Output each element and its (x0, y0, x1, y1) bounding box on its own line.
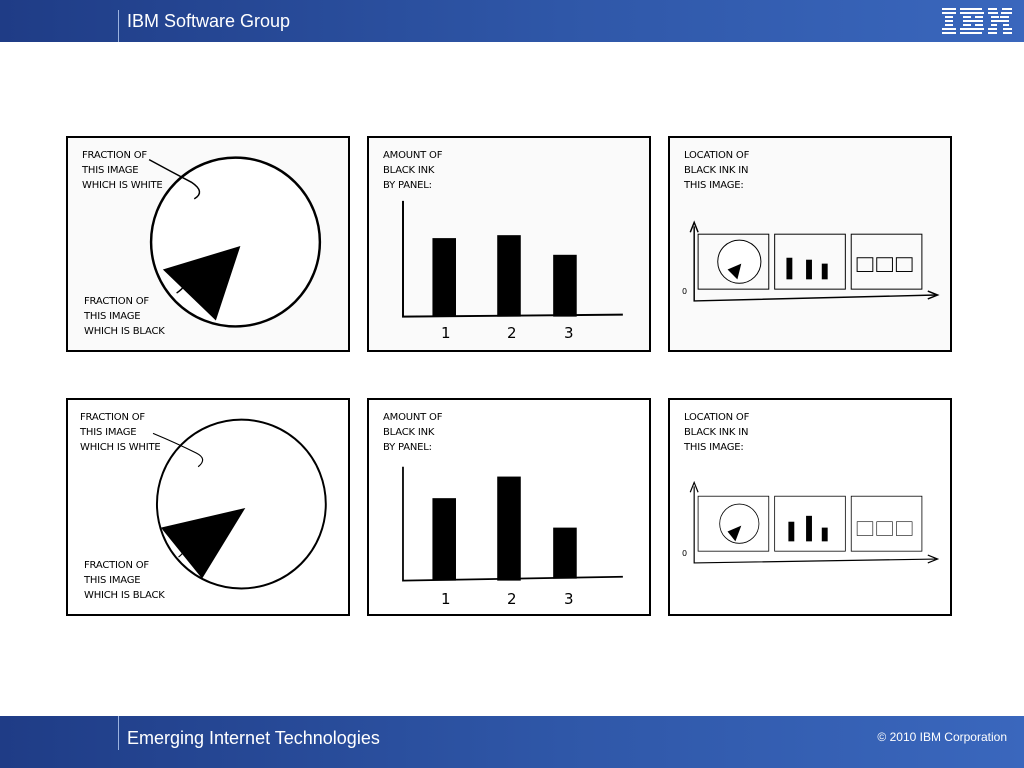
pie-black-label-2: THIS IMAGE (84, 575, 141, 586)
loc-title-1: LOCATION OF (684, 412, 750, 423)
slide-footer: Emerging Internet Technologies © 2010 IB… (0, 716, 1024, 768)
footer-copyright: © 2010 IBM Corporation (877, 730, 1007, 744)
pie-white-label-2: THIS IMAGE (80, 427, 137, 438)
pie-white-label-2: THIS IMAGE (82, 165, 139, 176)
slide-header: IBM Software Group (0, 0, 1024, 42)
footer-title: Emerging Internet Technologies (127, 728, 380, 748)
bar-drawing (402, 200, 623, 318)
bar-tick-1: 1 (441, 590, 451, 608)
bar-tick-1: 1 (441, 324, 451, 342)
bar-drawing (402, 466, 623, 582)
pie-black-label-1: FRACTION OF (84, 560, 149, 571)
header-divider (118, 10, 119, 42)
loc-title-2: BLACK INK IN (684, 427, 749, 438)
location-drawing (689, 220, 940, 302)
loc-title-3: THIS IMAGE: (684, 180, 744, 191)
pie-black-label-3: WHICH IS BLACK (84, 590, 165, 601)
bar-tick-2: 2 (507, 324, 517, 342)
loc-axis-zero: 0 (682, 287, 687, 296)
bar-title-3: BY PANEL: (383, 180, 432, 191)
pie-white-label-3: WHICH IS WHITE (82, 180, 163, 191)
header-title: IBM Software Group (127, 11, 291, 31)
pie-black-label-3: WHICH IS BLACK (84, 326, 165, 337)
bar-title-2: BLACK INK (383, 427, 435, 438)
location-drawing (689, 480, 940, 564)
bar-tick-3: 3 (564, 590, 574, 608)
bar-tick-2: 2 (507, 590, 517, 608)
pie-panel-top: FRACTION OF THIS IMAGE WHICH IS WHITE FR… (66, 136, 350, 352)
pie-black-label-1: FRACTION OF (84, 296, 149, 307)
bar-title-1: AMOUNT OF (383, 150, 443, 161)
bar-panel-bottom: AMOUNT OF BLACK INK BY PANEL: 1 2 3 (367, 398, 651, 616)
bar-tick-3: 3 (564, 324, 574, 342)
loc-title-2: BLACK INK IN (684, 165, 749, 176)
loc-title-3: THIS IMAGE: (684, 442, 744, 453)
location-panel-bottom: LOCATION OF BLACK INK IN THIS IMAGE: 0 (668, 398, 952, 616)
loc-title-1: LOCATION OF (684, 150, 750, 161)
bar-title-1: AMOUNT OF (383, 412, 443, 423)
bar-panel-top: AMOUNT OF BLACK INK BY PANEL: 1 2 3 (367, 136, 651, 352)
ibm-logo (942, 8, 1012, 34)
pie-white-label-1: FRACTION OF (80, 412, 145, 423)
bar-title-2: BLACK INK (383, 165, 435, 176)
pie-white-label-1: FRACTION OF (82, 150, 147, 161)
pie-black-label-2: THIS IMAGE (84, 311, 141, 322)
pie-white-label-3: WHICH IS WHITE (80, 442, 161, 453)
bar-title-3: BY PANEL: (383, 442, 432, 453)
pie-drawing (152, 418, 327, 590)
pie-drawing (148, 156, 322, 328)
loc-axis-zero: 0 (682, 549, 687, 558)
pie-panel-bottom: FRACTION OF THIS IMAGE WHICH IS WHITE FR… (66, 398, 350, 616)
location-panel-top: LOCATION OF BLACK INK IN THIS IMAGE: 0 (668, 136, 952, 352)
footer-divider (118, 716, 119, 750)
